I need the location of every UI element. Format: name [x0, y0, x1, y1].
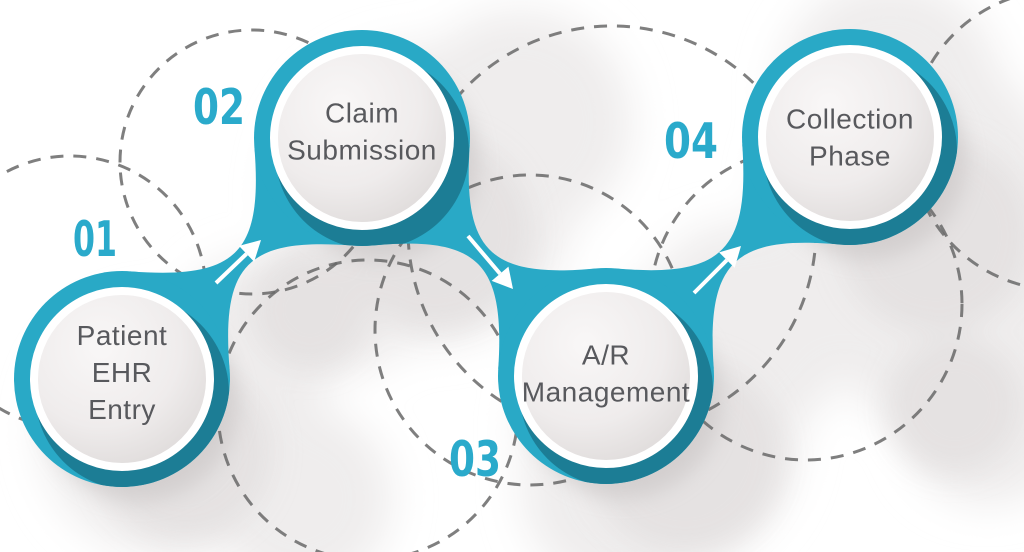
- flow-arrow-icon: [214, 240, 261, 285]
- step-circle: [514, 284, 698, 468]
- background-blob: [887, 337, 1023, 473]
- flow-arrow-icon: [692, 246, 741, 295]
- flow-arrow-icon: [466, 234, 513, 289]
- step-circle: [270, 46, 454, 230]
- step-circle: [758, 45, 942, 229]
- step-number: 04: [664, 113, 718, 170]
- flow-arrows: [214, 234, 741, 295]
- step-number: 02: [193, 79, 245, 136]
- step-number: 01: [73, 211, 117, 268]
- step-number: 03: [449, 431, 501, 488]
- step-circle: [30, 287, 214, 471]
- background-blob: [250, 250, 370, 370]
